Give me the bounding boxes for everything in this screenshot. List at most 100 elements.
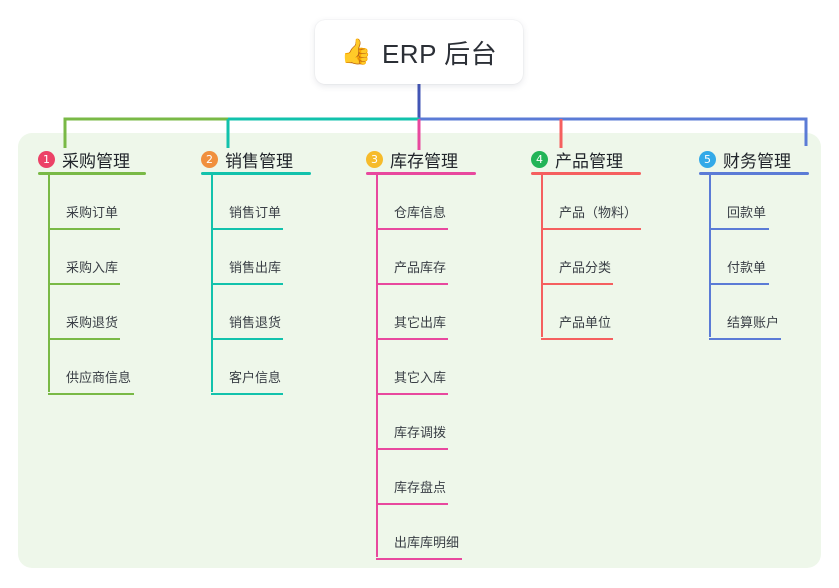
leaf-item-label: 仓库信息 xyxy=(394,205,447,220)
leaf-item-label: 采购订单 xyxy=(66,205,119,220)
leaf-item-label: 销售出库 xyxy=(229,260,282,275)
diagram-background-panel xyxy=(18,133,821,568)
leaf-item-underline xyxy=(48,283,120,285)
branch-title: 财务管理 xyxy=(723,151,791,171)
leaf-item-label: 产品单位 xyxy=(559,315,612,330)
leaf-item-label: 产品（物料） xyxy=(559,205,638,220)
leaf-item[interactable]: 产品库存 xyxy=(366,230,458,285)
root-node[interactable]: 👍 ERP 后台 xyxy=(315,20,523,84)
leaf-item-underline xyxy=(541,283,613,285)
branch-number-badge: 3 xyxy=(366,150,383,168)
branch-number-badge: 1 xyxy=(38,150,55,168)
leaf-item[interactable]: 销售退货 xyxy=(201,285,293,340)
leaf-item-label: 回款单 xyxy=(727,205,767,220)
leaf-item[interactable]: 其它入库 xyxy=(366,340,458,395)
branch-title: 库存管理 xyxy=(390,151,458,171)
leaf-item[interactable]: 结算账户 xyxy=(699,285,791,340)
leaf-item-label: 供应商信息 xyxy=(66,370,132,385)
leaf-item-underline xyxy=(541,228,641,230)
branch-header-inventory[interactable]: 3 库存管理 xyxy=(366,146,476,175)
leaf-item[interactable]: 采购入库 xyxy=(38,230,130,285)
branch-column-finance: 5 财务管理回款单付款单结算账户 xyxy=(699,146,809,340)
leaf-item[interactable]: 库存调拨 xyxy=(366,395,458,450)
branch-spine xyxy=(541,172,543,337)
leaf-item-underline xyxy=(541,338,613,340)
branch-spine xyxy=(376,172,378,557)
leaf-item-underline xyxy=(709,338,781,340)
branch-spine xyxy=(48,172,50,392)
leaf-item-label: 库存调拨 xyxy=(394,425,447,440)
branch-title: 采购管理 xyxy=(62,151,130,171)
leaf-item-underline xyxy=(48,228,120,230)
leaf-item[interactable]: 付款单 xyxy=(699,230,791,285)
leaf-item-label: 库存盘点 xyxy=(394,480,447,495)
branch-underline xyxy=(531,172,641,175)
thumbs-up-icon: 👍 xyxy=(340,37,372,66)
leaf-item[interactable]: 销售订单 xyxy=(201,175,293,230)
leaf-item-underline xyxy=(211,393,283,395)
leaf-item[interactable]: 回款单 xyxy=(699,175,791,230)
branch-column-inventory: 3 库存管理仓库信息产品库存其它出库其它入库库存调拨库存盘点出库库明细 xyxy=(366,146,476,560)
leaf-item[interactable]: 出库库明细 xyxy=(366,505,462,560)
leaf-item-label: 其它出库 xyxy=(394,315,447,330)
leaf-item-label: 销售订单 xyxy=(229,205,282,220)
leaf-item-underline xyxy=(709,228,769,230)
leaf-item[interactable]: 其它出库 xyxy=(366,285,458,340)
leaf-item-underline xyxy=(709,283,769,285)
branch-header-finance[interactable]: 5 财务管理 xyxy=(699,146,809,175)
leaf-item-label: 其它入库 xyxy=(394,370,447,385)
branch-spine xyxy=(709,172,711,337)
leaf-item[interactable]: 销售出库 xyxy=(201,230,293,285)
leaf-item-underline xyxy=(376,228,448,230)
branch-underline xyxy=(201,172,311,175)
leaf-item-underline xyxy=(376,448,448,450)
leaf-item[interactable]: 采购退货 xyxy=(38,285,130,340)
leaf-item[interactable]: 客户信息 xyxy=(201,340,293,395)
leaf-item-label: 销售退货 xyxy=(229,315,282,330)
leaf-item[interactable]: 产品单位 xyxy=(531,285,623,340)
branch-column-sales: 2 销售管理销售订单销售出库销售退货客户信息 xyxy=(201,146,311,395)
leaf-item-underline xyxy=(376,338,448,340)
branch-items-sales: 销售订单销售出库销售退货客户信息 xyxy=(201,172,293,395)
branch-items-product: 产品（物料） 产品分类产品单位 xyxy=(531,172,641,340)
leaf-item-underline xyxy=(211,228,283,230)
leaf-item-underline xyxy=(376,503,448,505)
branch-underline xyxy=(38,172,146,175)
leaf-item[interactable]: 库存盘点 xyxy=(366,450,458,505)
leaf-item-underline xyxy=(211,283,283,285)
branch-underline xyxy=(366,172,476,175)
leaf-item-label: 付款单 xyxy=(727,260,767,275)
branch-title: 产品管理 xyxy=(555,151,623,171)
leaf-item-label: 产品分类 xyxy=(559,260,612,275)
branch-header-sales[interactable]: 2 销售管理 xyxy=(201,146,311,175)
branch-number-badge: 2 xyxy=(201,150,218,168)
leaf-item-underline xyxy=(48,338,120,340)
branch-underline xyxy=(699,172,809,175)
root-title: ERP 后台 xyxy=(381,38,498,69)
leaf-item[interactable]: 采购订单 xyxy=(38,175,130,230)
branch-header-product[interactable]: 4 产品管理 xyxy=(531,146,641,175)
leaf-item-label: 客户信息 xyxy=(229,370,282,385)
leaf-item[interactable]: 仓库信息 xyxy=(366,175,458,230)
leaf-item-underline xyxy=(376,558,462,560)
leaf-item-label: 出库库明细 xyxy=(394,535,460,550)
leaf-item-label: 产品库存 xyxy=(394,260,447,275)
leaf-item[interactable]: 供应商信息 xyxy=(38,340,134,395)
leaf-item-label: 结算账户 xyxy=(727,315,780,330)
leaf-item-underline xyxy=(376,393,448,395)
branch-header-purchase[interactable]: 1 采购管理 xyxy=(38,146,146,175)
branch-number-badge: 5 xyxy=(699,150,716,168)
leaf-item-underline xyxy=(48,393,134,395)
branch-column-product: 4 产品管理产品（物料） 产品分类产品单位 xyxy=(531,146,641,340)
branch-items-inventory: 仓库信息产品库存其它出库其它入库库存调拨库存盘点出库库明细 xyxy=(366,172,462,560)
branch-spine xyxy=(211,172,213,392)
leaf-item[interactable]: 产品分类 xyxy=(531,230,623,285)
leaf-item-underline xyxy=(376,283,448,285)
branch-title: 销售管理 xyxy=(225,151,293,171)
leaf-item[interactable]: 产品（物料） xyxy=(531,175,641,230)
branch-items-finance: 回款单付款单结算账户 xyxy=(699,172,791,340)
branch-column-purchase: 1 采购管理采购订单采购入库采购退货供应商信息 xyxy=(38,146,146,395)
branch-number-badge: 4 xyxy=(531,150,548,168)
branch-items-purchase: 采购订单采购入库采购退货供应商信息 xyxy=(38,172,134,395)
